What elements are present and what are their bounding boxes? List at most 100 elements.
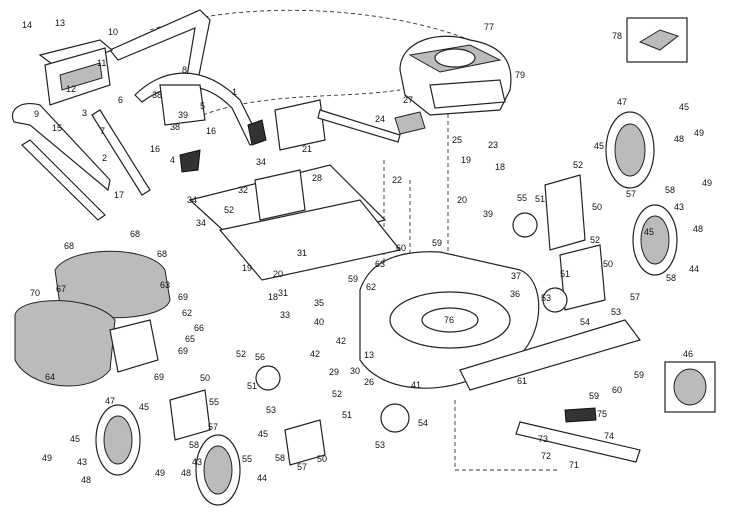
part-number-label: 29 xyxy=(329,367,339,377)
part-number-label: 59 xyxy=(432,238,442,248)
part-number-label: 44 xyxy=(257,473,267,483)
part-number-label: 13 xyxy=(364,350,374,360)
part-number-label: 18 xyxy=(268,292,278,302)
part-number-label: 39 xyxy=(178,110,188,120)
part-number-label: 69 xyxy=(154,372,164,382)
part-number-label: 43 xyxy=(77,457,87,467)
part-number-label: 62 xyxy=(366,282,376,292)
part-number-label: 57 xyxy=(297,462,307,472)
part-number-label: 68 xyxy=(64,241,74,251)
part-number-label: 17 xyxy=(114,190,124,200)
part-number-label: 53 xyxy=(611,307,621,317)
part-number-label: 59 xyxy=(589,391,599,401)
part-number-label: 42 xyxy=(336,336,346,346)
part-number-label: 49 xyxy=(694,128,704,138)
grass-bag xyxy=(14,250,171,387)
part-number-label: 31 xyxy=(278,288,288,298)
part-number-label: 19 xyxy=(242,263,252,273)
part-number-label: 58 xyxy=(189,440,199,450)
part-number-label: 20 xyxy=(457,195,467,205)
part-number-label: 2 xyxy=(102,153,107,163)
part-number-label: 10 xyxy=(108,27,118,37)
part-number-label: 51 xyxy=(247,381,257,391)
dashed-connector xyxy=(454,400,560,471)
part-number-label: 35 xyxy=(314,298,324,308)
height-adjuster xyxy=(169,174,606,466)
part-number-label: 27 xyxy=(403,95,413,105)
part-number-label: 69 xyxy=(178,292,188,302)
part-number-label: 19 xyxy=(461,155,471,165)
blade xyxy=(515,407,641,463)
part-number-label: 63 xyxy=(160,280,170,290)
part-number-label: 36 xyxy=(510,289,520,299)
wheel-inset-46 xyxy=(664,361,716,413)
part-number-label: 57 xyxy=(630,292,640,302)
part-number-label: 28 xyxy=(312,173,322,183)
part-number-label: 4 xyxy=(170,155,175,165)
part-number-label: 13 xyxy=(55,18,65,28)
part-number-label: 34 xyxy=(196,218,206,228)
part-number-label: 75 xyxy=(597,409,607,419)
part-number-label: 34 xyxy=(256,157,266,167)
throttle-bracket xyxy=(159,84,267,173)
part-number-label: 53 xyxy=(541,293,551,303)
part-number-label: 58 xyxy=(275,453,285,463)
wheel-rear-mid xyxy=(632,204,678,276)
part-number-label: 55 xyxy=(242,454,252,464)
part-number-label: 24 xyxy=(375,114,385,124)
part-number-label: 50 xyxy=(592,202,602,212)
part-number-label: 31 xyxy=(297,248,307,258)
part-number-label: 60 xyxy=(612,385,622,395)
part-number-label: 56 xyxy=(255,352,265,362)
part-number-label: 30 xyxy=(350,366,360,376)
part-number-label: 21 xyxy=(302,144,312,154)
part-number-label: 53 xyxy=(266,405,276,415)
part-number-label: 37 xyxy=(511,271,521,281)
part-number-label: 72 xyxy=(541,451,551,461)
part-number-label: 18 xyxy=(495,162,505,172)
part-number-label: 47 xyxy=(105,396,115,406)
inset-78 xyxy=(626,17,688,63)
part-number-label: 1 xyxy=(232,87,237,97)
part-number-label: 73 xyxy=(538,434,548,444)
part-number-label: 38 xyxy=(170,122,180,132)
dashed-connector xyxy=(189,89,401,121)
part-number-label: 49 xyxy=(702,178,712,188)
part-number-label: 54 xyxy=(418,418,428,428)
part-number-label: 45 xyxy=(679,102,689,112)
part-number-label: 68 xyxy=(157,249,167,259)
gear-rings xyxy=(255,212,568,433)
part-number-label: 48 xyxy=(674,134,684,144)
part-number-label: 47 xyxy=(617,97,627,107)
part-number-label: 51 xyxy=(342,410,352,420)
part-number-label: 45 xyxy=(594,141,604,151)
part-number-label: 40 xyxy=(314,317,324,327)
part-number-label: 44 xyxy=(689,264,699,274)
part-number-label: 8 xyxy=(182,65,187,75)
part-number-label: 50 xyxy=(200,373,210,383)
part-number-label: 66 xyxy=(194,323,204,333)
wheel-front-left xyxy=(95,404,141,476)
part-number-label: 68 xyxy=(130,229,140,239)
part-number-label: 51 xyxy=(560,269,570,279)
part-number-label: 16 xyxy=(150,144,160,154)
engine xyxy=(399,35,512,116)
part-number-label: 49 xyxy=(155,468,165,478)
part-number-label: 57 xyxy=(208,422,218,432)
part-number-label: 76 xyxy=(444,315,454,325)
part-number-label: 55 xyxy=(517,193,527,203)
part-number-label: 15 xyxy=(52,123,62,133)
part-number-label: 20 xyxy=(273,269,283,279)
part-number-label: 71 xyxy=(569,460,579,470)
part-number-label: 11 xyxy=(97,58,106,68)
part-number-label: 52 xyxy=(590,235,600,245)
part-number-label: 78 xyxy=(612,31,622,41)
part-number-label: 59 xyxy=(634,370,644,380)
part-number-label: 45 xyxy=(258,429,268,439)
control-panel xyxy=(38,39,114,106)
part-number-label: 12 xyxy=(66,84,76,94)
part-number-label: 64 xyxy=(45,372,55,382)
